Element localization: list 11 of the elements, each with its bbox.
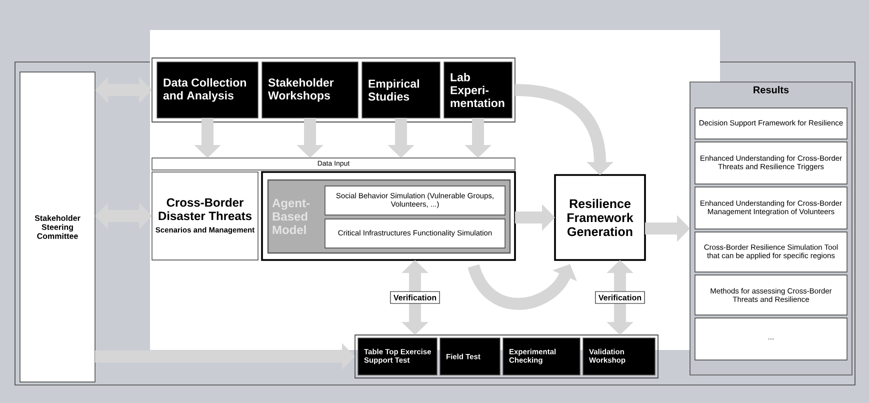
- activity-box: Stakeholder Workshops: [262, 62, 358, 118]
- framework-box: Resilience Framework Generation: [554, 174, 646, 261]
- activity-box: Empirical Studies: [362, 62, 440, 118]
- model-frame: [261, 171, 516, 261]
- group-frame: [152, 58, 516, 122]
- activity-box: Lab Experi-mentation: [444, 62, 512, 118]
- activity-box: Data Collection and Analysis: [156, 62, 258, 118]
- edge-label: Verification: [390, 291, 440, 304]
- group-frame: [354, 334, 658, 378]
- committee-box: Stakeholder Steering Committee: [20, 72, 96, 382]
- edge-label: Verification: [595, 291, 645, 304]
